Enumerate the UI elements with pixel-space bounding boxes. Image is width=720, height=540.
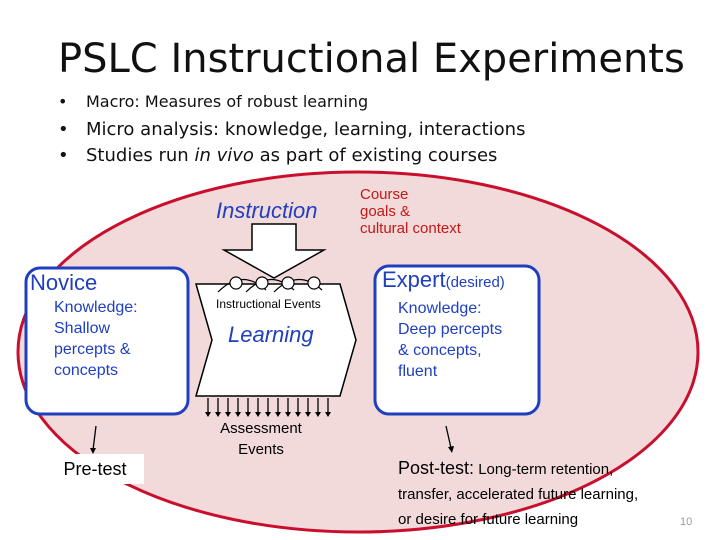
instructional-events-label: Instructional Events xyxy=(216,297,321,311)
bullet-macro: •Macro: Measures of robust learning xyxy=(58,92,369,111)
learning-chevron xyxy=(195,283,357,397)
posttest-arrowhead xyxy=(448,446,454,453)
posttest-arrow xyxy=(445,425,452,449)
novice-knowledge: Knowledge: Shallow percepts & concepts xyxy=(54,299,138,379)
expert-knowledge: Knowledge: Deep percepts & concepts, flu… xyxy=(398,300,503,380)
pretest-arrowhead xyxy=(90,448,96,454)
posttest-head: Post-test: xyxy=(398,458,475,478)
course-context-label: Course goals & cultural context xyxy=(360,186,461,237)
bullet-text: Micro analysis: knowledge, learning, int… xyxy=(86,119,526,140)
assessment-arrowheads xyxy=(205,412,331,417)
instruction-arrow xyxy=(221,223,327,279)
bullet-text: as part of existing courses xyxy=(259,145,498,166)
learning-label: Learning xyxy=(228,322,314,347)
event-node xyxy=(229,276,243,290)
bullet-text: Studies run xyxy=(86,145,189,166)
expert-desired: (desired) xyxy=(445,274,505,291)
assessment-events-label: Assessment Events xyxy=(220,420,302,458)
event-node xyxy=(255,276,269,290)
bullet-emphasis: in vivo xyxy=(194,145,254,166)
bullet-text: Macro: Measures of robust learning xyxy=(86,92,369,111)
posttest-details: transfer, accelerated future learning, o… xyxy=(398,486,639,528)
posttest-label: Post-test: Long-term retention, transfer… xyxy=(398,456,638,532)
event-node xyxy=(281,276,295,290)
event-node xyxy=(307,276,321,290)
posttest-line: Long-term retention, xyxy=(474,461,614,478)
bullet-studies: •Studies run in vivo as part of existing… xyxy=(58,145,498,166)
page-number: 10 xyxy=(680,516,693,528)
slide-title: PSLC Instructional Experiments xyxy=(58,36,685,82)
expert-box xyxy=(373,264,541,416)
instruction-label: Instruction xyxy=(216,198,318,223)
instructional-event-markers xyxy=(217,276,323,293)
pretest-label: Pre-test xyxy=(46,454,144,484)
assessment-arrows xyxy=(207,398,329,412)
bullet-micro: •Micro analysis: knowledge, learning, in… xyxy=(58,119,526,140)
expert-title-text: Expert xyxy=(382,267,446,292)
novice-title: Novice xyxy=(30,270,98,295)
novice-box xyxy=(24,266,190,416)
expert-title: Expert(desired) xyxy=(382,267,505,293)
pretest-arrow xyxy=(92,425,97,451)
context-ellipse xyxy=(16,170,700,534)
